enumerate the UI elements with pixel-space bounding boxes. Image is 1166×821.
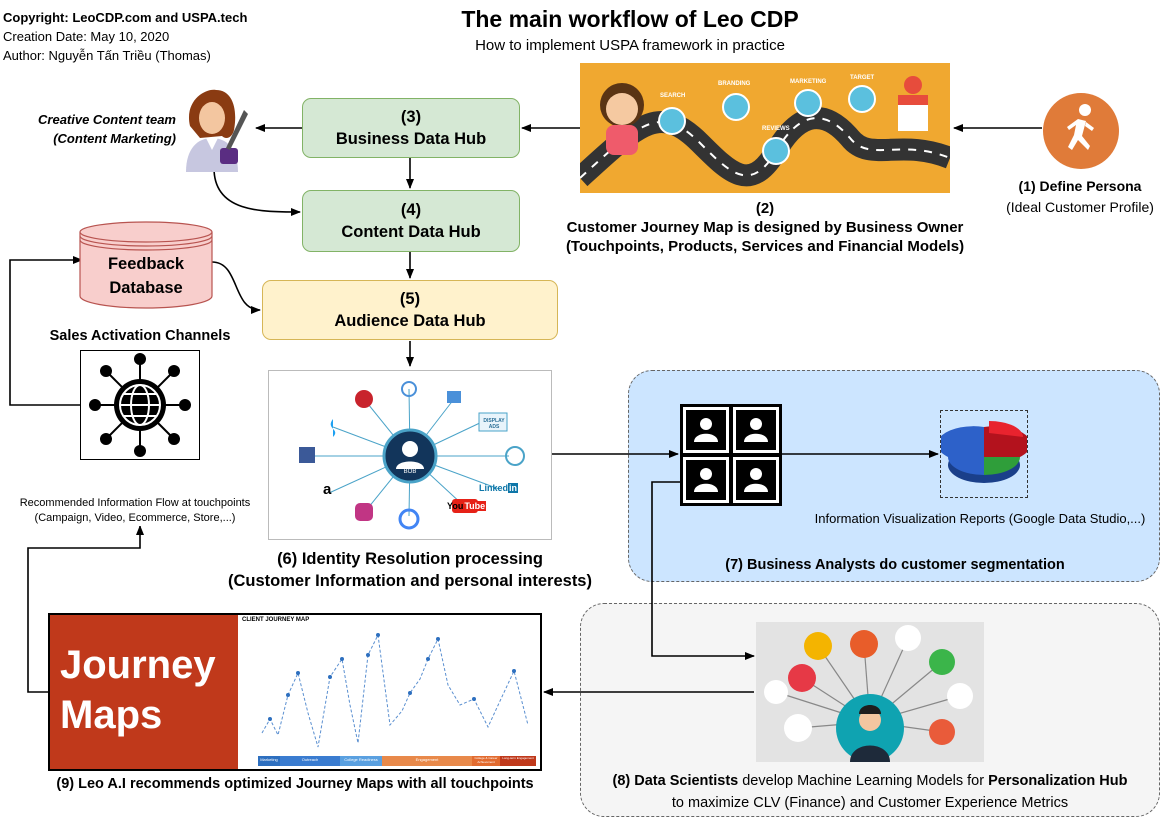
segments-icon <box>683 407 779 503</box>
content-writer-icon <box>186 89 248 172</box>
arrow-segments-to-data-science <box>651 481 755 660</box>
identity-center-label: BOB <box>403 469 417 475</box>
arrow-team-to-content-hub <box>213 167 301 216</box>
pie-chart-3d-icon <box>937 421 1031 483</box>
recommended-flow-label: Recommended Information Flow at touchpoi… <box>0 496 270 526</box>
journey-map-num: (2) <box>755 200 775 217</box>
business-data-hub: (3) Business Data Hub <box>302 98 520 158</box>
recommended-flow-line2: (Campaign, Video, Ecommerce, Store,...) <box>34 512 236 524</box>
data-scientist-graphic <box>764 625 973 762</box>
journey-map-image: SEARCH BRANDING REVIEWS MARKETING TARGET <box>580 63 950 193</box>
identity-line1: (6) Identity Resolution processing <box>277 550 543 568</box>
persona-subtitle: (Ideal Customer Profile) <box>1006 199 1154 215</box>
content-team-label: Creative Content team (Content Marketing… <box>0 110 176 148</box>
data-science-num: (8) <box>612 773 635 789</box>
sales-channels-title: Sales Activation Channels <box>49 328 231 344</box>
content-hub-name: Content Data Hub <box>341 223 481 241</box>
data-science-who: Data Scientists <box>634 773 739 789</box>
amazon-label: a <box>323 481 332 498</box>
report-chart-frame <box>937 410 1031 498</box>
client-journey-map-title: CLIENT JOURNEY MAP <box>242 617 310 623</box>
youtube-tube: Tube <box>463 501 487 511</box>
stage-bar-marketing <box>258 756 280 766</box>
journey-road-graphic <box>580 76 950 187</box>
identity-line2: (Customer Information and personal inter… <box>228 572 592 590</box>
journey-maps-word1: Journey <box>60 643 216 687</box>
business-hub-name: Business Data Hub <box>335 130 487 148</box>
feedback-db-line1: Feedback <box>107 255 185 273</box>
reports-label: Information Visualization Reports (Googl… <box>814 511 1146 526</box>
stage-label-outreach: Outreach <box>301 757 319 762</box>
recommended-flow-line1: Recommended Information Flow at touchpoi… <box>19 497 251 509</box>
pin-search-label: SEARCH <box>660 93 686 99</box>
globe-network-icon <box>89 353 191 457</box>
content-data-hub: (4) Content Data Hub <box>302 190 520 252</box>
content-team-line2: (Content Marketing) <box>53 131 176 146</box>
journey-maps-word2: Maps <box>60 693 163 737</box>
feedback-db-line2: Database <box>109 279 183 297</box>
stage-bar-engagement <box>382 756 472 766</box>
journey-curve-graphic <box>261 633 529 748</box>
header-meta: Copyright: LeoCDP.com and USPA.tech Crea… <box>3 8 247 65</box>
data-science-mid: develop Machine Learning Models for <box>738 773 989 789</box>
copyright-text: Copyright: LeoCDP.com and USPA.tech <box>3 10 248 25</box>
data-science-line2: to maximize CLV (Finance) and Customer E… <box>671 795 1069 811</box>
segmentation-caption: (7) Business Analysts do customer segmen… <box>725 557 1065 573</box>
identity-caption: (6) Identity Resolution processing (Cust… <box>190 548 630 592</box>
creation-date-text: Creation Date: May 10, 2020 <box>3 29 170 44</box>
youtube-label: YouTube <box>447 501 487 511</box>
data-science-image <box>756 622 984 762</box>
identity-resolution-image: BOB DISPLAY ADS Linkedin YouTube a <box>268 370 552 540</box>
stage-bar-outreach <box>280 756 340 766</box>
pin-marketing-label: MARKETING <box>790 79 827 85</box>
journey-maps-image: Journey Maps CLIENT JOURNEY MAP Marketin… <box>48 613 542 771</box>
linkedin-label: Linkedin <box>479 483 519 493</box>
stage-bar-long-term <box>500 756 536 766</box>
content-team-line1: Creative Content team <box>38 112 176 127</box>
display-ads-label: DISPLAY ADS <box>483 418 505 430</box>
stage-bar-college-readiness <box>340 756 382 766</box>
persona-label: (1) Define Persona (Ideal Customer Profi… <box>980 176 1166 218</box>
arrow-feedback-to-audience-hub <box>211 261 261 314</box>
audience-data-hub: (5) Audience Data Hub <box>262 280 558 340</box>
arrow-channels-to-feedback <box>9 256 83 406</box>
diagram-title: The main workflow of Leo CDP <box>461 6 799 32</box>
pin-reviews-label: REVIEWS <box>762 126 790 132</box>
pin-target-label: TARGET <box>850 75 875 81</box>
content-hub-num: (4) <box>400 201 422 219</box>
sales-channels-box <box>80 350 200 460</box>
running-person-icon <box>1043 93 1119 169</box>
data-science-caption: (8) Data Scientists develop Machine Lear… <box>580 770 1160 814</box>
journey-map-line2: Customer Journey Map is designed by Busi… <box>566 219 964 236</box>
business-hub-num: (3) <box>400 108 422 126</box>
stage-label-engagement: Engagement <box>415 757 439 762</box>
journey-maps-banner: Journey Maps <box>50 615 238 769</box>
linkedin-in: in <box>508 483 519 493</box>
author-text: Author: Nguyễn Tấn Triều (Thomas) <box>3 48 211 63</box>
stage-label-college-readiness: College Readiness <box>344 757 378 762</box>
identity-network-graphic <box>299 381 525 530</box>
youtube-you: You <box>447 501 464 511</box>
feedback-database-label: Feedback Database <box>78 252 214 300</box>
stage-label-long-term: Long-term Engagement <box>502 756 534 760</box>
diagram-subtitle: How to implement USPA framework in pract… <box>475 37 785 54</box>
arrow-journey-maps-to-channels <box>27 525 144 693</box>
stage-bar-achievement <box>472 756 500 766</box>
persona-title: (1) Define Persona <box>1018 178 1142 194</box>
stage-label-marketing: Marketing <box>260 757 278 762</box>
audience-hub-num: (5) <box>399 290 421 308</box>
linkedin-word: Linked <box>479 483 509 493</box>
journey-map-caption: (2) Customer Journey Map is designed by … <box>530 199 1000 256</box>
journey-maps-caption: (9) Leo A.I recommends optimized Journey… <box>56 776 534 792</box>
audience-hub-name: Audience Data Hub <box>334 312 486 330</box>
pin-branding-label: BRANDING <box>718 81 751 87</box>
data-science-hub: Personalization Hub <box>988 773 1128 789</box>
feedback-database-cylinder <box>79 221 213 309</box>
stage-label-achievement: College & Career Achievement <box>474 756 498 764</box>
customer-segments-grid <box>680 404 782 506</box>
journey-map-line3: (Touchpoints, Products, Services and Fin… <box>565 238 965 255</box>
